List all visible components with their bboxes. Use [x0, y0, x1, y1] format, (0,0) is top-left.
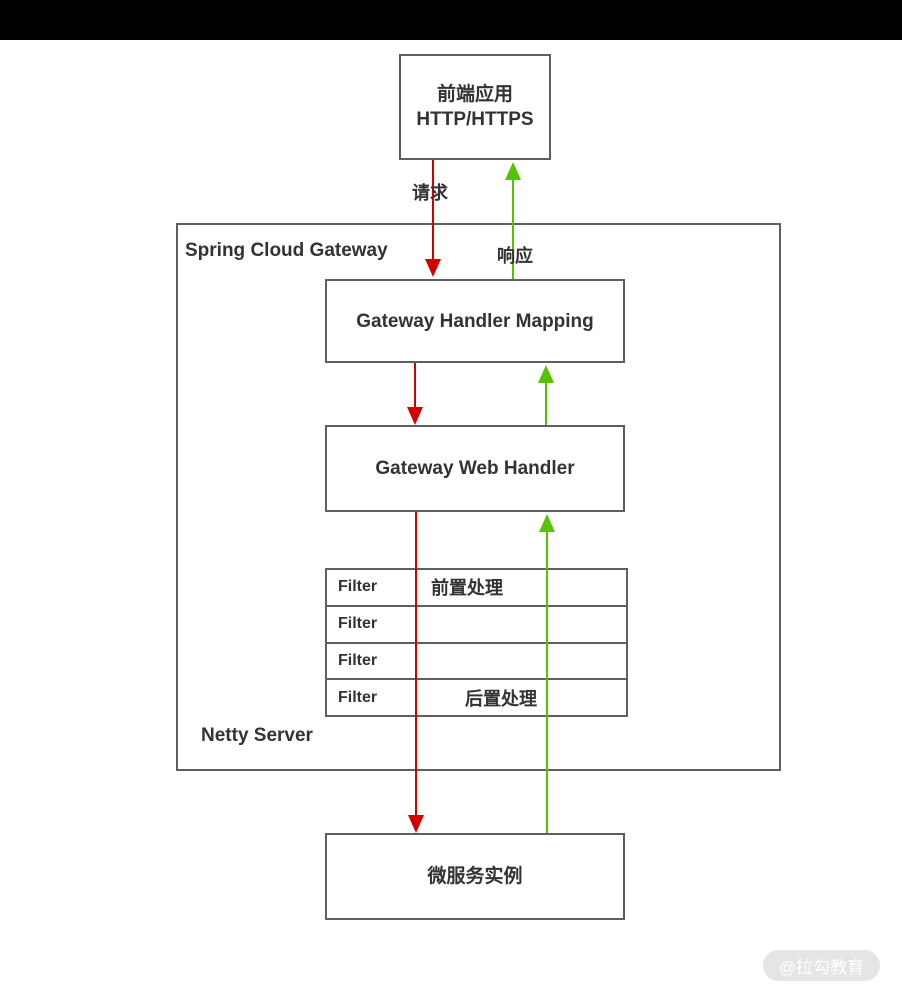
- gateway-web-handler-label: Gateway Web Handler: [375, 458, 575, 479]
- filter-label: Filter: [338, 615, 378, 633]
- filter-row: Filter: [327, 607, 626, 644]
- gateway-handler-mapping-label: Gateway Handler Mapping: [356, 310, 594, 332]
- filter-label: Filter: [338, 578, 378, 596]
- request-arrow-segment1-arrowhead-icon: [425, 259, 441, 277]
- watermark-badge: @拉勾教育: [763, 950, 880, 981]
- response-arrow-segment2-arrowhead-icon: [538, 365, 554, 383]
- gateway-web-handler-box: Gateway Web Handler: [325, 425, 625, 512]
- response-arrow-segment3-line: [512, 180, 514, 279]
- request-arrow-segment3-arrowhead-icon: [408, 815, 424, 833]
- spring-cloud-gateway-container: Spring Cloud Gateway Netty Server: [176, 223, 781, 771]
- request-edge-label: 请求: [412, 183, 448, 203]
- post-processing-note: 后置处理: [465, 688, 537, 709]
- frontend-app-label-line2: HTTP/HTTPS: [416, 109, 534, 130]
- response-arrow-segment1-line: [546, 532, 548, 833]
- response-arrow-segment1-arrowhead-icon: [539, 514, 555, 532]
- response-edge-label: 响应: [497, 246, 533, 266]
- pre-processing-note: 前置处理: [431, 578, 503, 599]
- filter-label: Filter: [338, 651, 378, 669]
- gateway-handler-mapping-box: Gateway Handler Mapping: [325, 279, 625, 363]
- filter-table: Filter 前置处理 Filter Filter Filter 后置处理: [325, 568, 628, 717]
- request-arrow-segment1-line: [432, 160, 434, 259]
- response-arrow-segment2-line: [545, 383, 547, 425]
- microservice-instance-box: 微服务实例: [325, 833, 625, 920]
- filter-row: Filter: [327, 644, 626, 681]
- frontend-app-label-line1: 前端应用: [436, 84, 513, 105]
- filter-row: Filter 前置处理: [327, 570, 626, 607]
- top-black-bar: [0, 0, 902, 40]
- gateway-container-title: Spring Cloud Gateway: [185, 240, 388, 261]
- microservice-instance-label: 微服务实例: [427, 866, 523, 887]
- request-arrow-segment2-arrowhead-icon: [407, 407, 423, 425]
- request-arrow-segment2-line: [414, 363, 416, 407]
- filter-row: Filter 后置处理: [327, 680, 626, 715]
- netty-server-label: Netty Server: [201, 725, 313, 746]
- request-arrow-segment3-line: [415, 512, 417, 815]
- response-arrow-segment3-arrowhead-icon: [505, 162, 521, 180]
- filter-label: Filter: [338, 688, 378, 706]
- frontend-app-box: 前端应用 HTTP/HTTPS: [399, 54, 551, 160]
